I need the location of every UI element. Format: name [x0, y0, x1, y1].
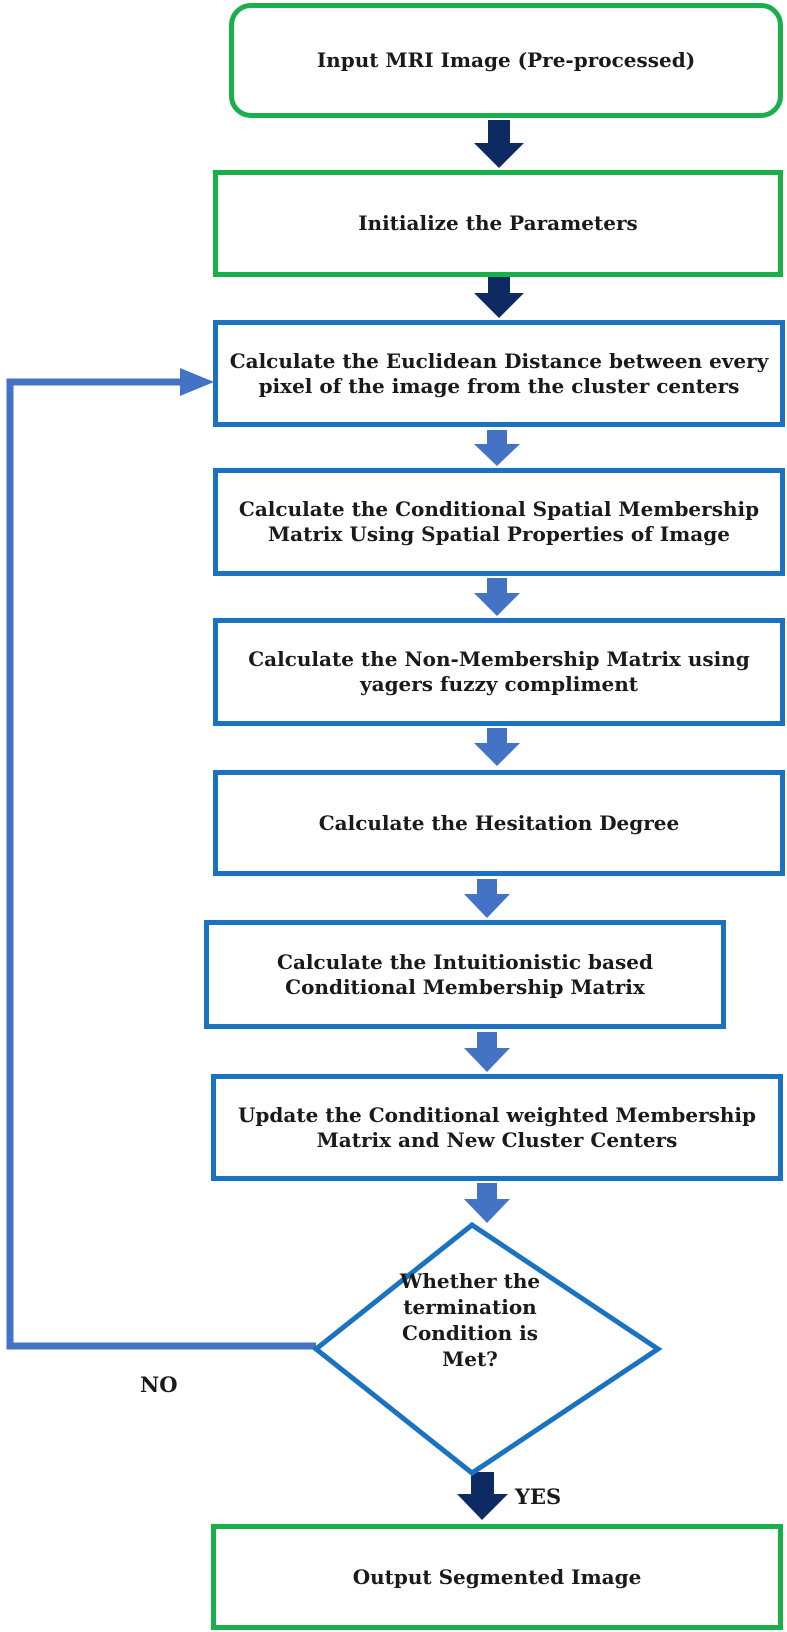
- arrow-spatial-to-nonmember: [474, 578, 520, 616]
- no-label: NO: [140, 1372, 178, 1397]
- non-membership-node: Calculate the Non-Membership Matrix usin…: [213, 618, 785, 726]
- initialize-parameters-node: Initialize the Parameters: [213, 170, 783, 277]
- input-image-label: Input MRI Image (Pre-processed): [316, 48, 696, 72]
- arrow-intuition-to-update: [464, 1032, 510, 1072]
- loop-back-arrowhead: [180, 368, 214, 396]
- update-membership-label: Update the Conditional weighted Membersh…: [237, 1102, 756, 1152]
- arrow-init-to-euclid: [474, 272, 524, 318]
- yes-label: YES: [515, 1484, 562, 1509]
- decision-diamond: [311, 1221, 663, 1477]
- loop-back-line: [6, 378, 316, 1350]
- hesitation-degree-node: Calculate the Hesitation Degree: [213, 770, 785, 876]
- intuitionistic-membership-label: Calculate the Intuitionistic based Condi…: [277, 949, 653, 999]
- euclidean-distance-label: Calculate the Euclidean Distance between…: [229, 348, 769, 398]
- hesitation-degree-label: Calculate the Hesitation Degree: [318, 810, 680, 835]
- euclidean-distance-node: Calculate the Euclidean Distance between…: [213, 320, 785, 427]
- intuitionistic-membership-node: Calculate the Intuitionistic based Condi…: [204, 920, 726, 1029]
- arrow-hesitation-to-intuition: [464, 879, 510, 918]
- output-segmented-label: Output Segmented Image: [352, 1564, 642, 1589]
- decision-label: Whether the termination Condition is Met…: [399, 1268, 541, 1371]
- input-image-node: Input MRI Image (Pre-processed): [229, 3, 783, 118]
- arrow-nonmember-to-hesitation: [474, 728, 520, 766]
- arrow-input-to-init: [474, 120, 524, 168]
- arrow-euclid-to-spatial: [474, 430, 520, 466]
- update-membership-node: Update the Conditional weighted Membersh…: [211, 1074, 783, 1181]
- non-membership-label: Calculate the Non-Membership Matrix usin…: [248, 647, 750, 696]
- initialize-parameters-label: Initialize the Parameters: [358, 211, 638, 235]
- arrow-update-to-decision: [464, 1183, 510, 1223]
- output-segmented-node: Output Segmented Image: [211, 1524, 783, 1630]
- arrow-decision-to-output: [457, 1472, 508, 1520]
- spatial-membership-label: Calculate the Conditional Spatial Member…: [238, 497, 760, 546]
- spatial-membership-node: Calculate the Conditional Spatial Member…: [213, 468, 785, 576]
